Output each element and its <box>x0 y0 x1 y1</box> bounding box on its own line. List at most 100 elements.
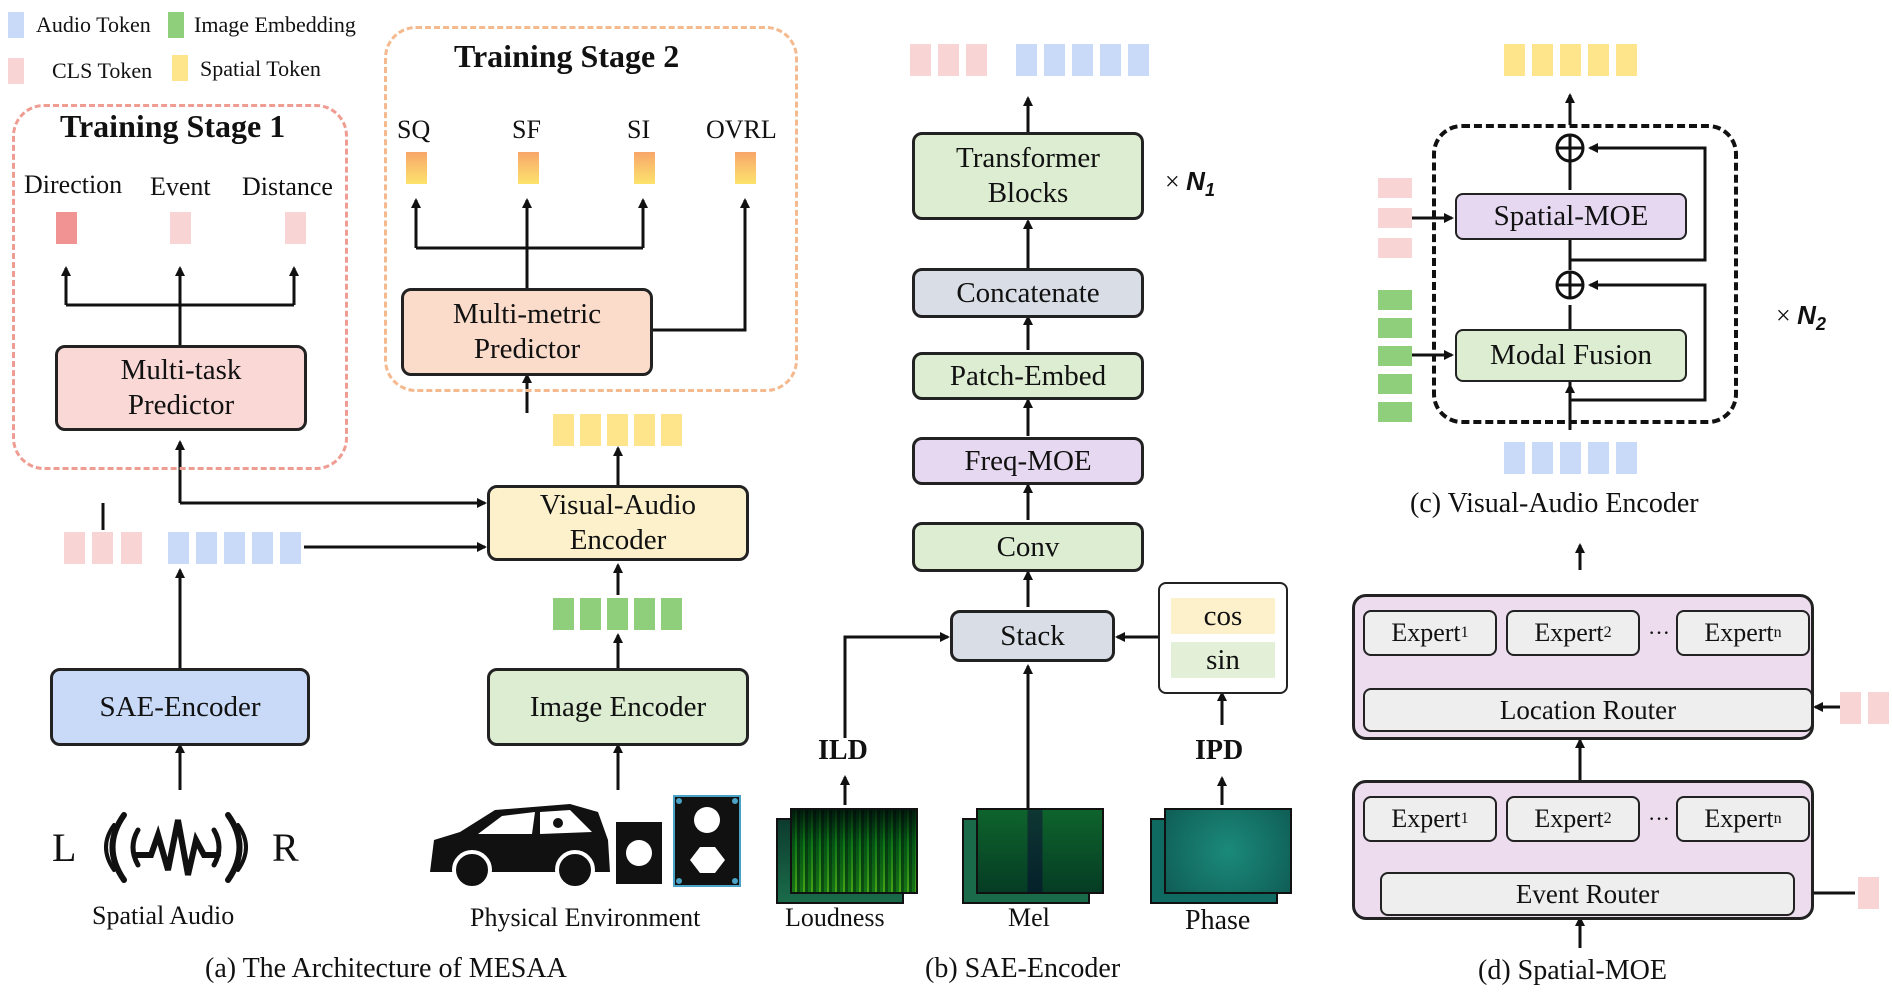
event-label: Event <box>150 172 211 201</box>
encoder-layer-region <box>1432 124 1738 424</box>
audio-token <box>1532 442 1553 474</box>
distance-output-token <box>285 212 306 244</box>
transformer-line1: Transformer <box>956 142 1100 175</box>
ild-label: ILD <box>818 735 868 766</box>
sin-cell: sin <box>1171 642 1275 678</box>
cls-token <box>92 532 113 564</box>
right-channel-label: R <box>272 825 299 870</box>
stack-box: Stack <box>950 610 1115 662</box>
audio-token <box>1560 442 1581 474</box>
training-stage-2-region <box>384 26 798 392</box>
loudness-front-layer <box>790 808 918 894</box>
event-output-token <box>170 212 191 244</box>
spatial-moe-box: Spatial-MOE <box>1455 193 1687 240</box>
expert-sub: 1 <box>1460 810 1469 828</box>
distance-label: Distance <box>242 172 333 201</box>
cls-token <box>1378 238 1412 258</box>
audio-token <box>252 532 273 564</box>
expert-sub: 2 <box>1603 624 1612 642</box>
caption-a: (a) The Architecture of MESAA <box>205 953 567 984</box>
cls-token <box>966 44 987 76</box>
sq-output-token <box>406 152 427 184</box>
legend-audio-token: Audio Token <box>36 12 151 37</box>
cls-token <box>1840 692 1861 724</box>
expert-sub: n <box>1773 624 1782 642</box>
spatial-audio-icon <box>104 812 248 883</box>
concatenate-box: Concatenate <box>912 268 1144 318</box>
audio-token <box>196 532 217 564</box>
transformer-blocks: Transformer Blocks <box>912 132 1144 220</box>
ovrl-output-token <box>735 152 756 184</box>
multitask-line1: Multi-task <box>120 354 242 387</box>
image-embedding-token <box>1378 318 1412 338</box>
cos-sin-group: cos sin <box>1158 582 1288 694</box>
cls-token <box>64 532 85 564</box>
audio-token <box>168 532 189 564</box>
spatial-token <box>1504 44 1525 76</box>
stage1-title: Training Stage 1 <box>60 108 286 144</box>
spatial-token <box>607 414 628 446</box>
expert-sub: n <box>1773 810 1782 828</box>
image-embedding-token <box>607 598 628 630</box>
sae-encoder-box: SAE-Encoder <box>50 668 310 746</box>
spatial-token-swatch <box>172 55 188 81</box>
spatial-token <box>1588 44 1609 76</box>
audio-token <box>1128 44 1149 76</box>
cls-token <box>910 44 931 76</box>
n2-symbol: N <box>1797 300 1816 330</box>
n1-symbol: N <box>1186 166 1205 196</box>
event-router-box: Event Router <box>1380 872 1795 916</box>
audio-token <box>1016 44 1037 76</box>
spatial-token <box>1560 44 1581 76</box>
n1-sub: 1 <box>1204 180 1215 201</box>
image-embedding-token <box>1378 290 1412 310</box>
image-embedding-token <box>1378 374 1412 394</box>
patch-embed-box: Patch-Embed <box>912 352 1144 400</box>
cls-token <box>938 44 959 76</box>
image-embedding-token <box>553 598 574 630</box>
audio-token-swatch <box>8 12 24 38</box>
expert-sub: 1 <box>1460 624 1469 642</box>
spatial-token <box>580 414 601 446</box>
spatial-token <box>634 414 655 446</box>
multimetric-predictor: Multi-metric Predictor <box>401 288 653 376</box>
n1-repeat-label: × N1 <box>1165 168 1215 199</box>
audio-token <box>224 532 245 564</box>
expert-label: Expert <box>1391 804 1461 834</box>
n1-times: × <box>1165 167 1180 196</box>
visual-audio-encoder: Visual-Audio Encoder <box>487 485 749 561</box>
expert-label: Expert <box>1534 804 1604 834</box>
phase-front-layer <box>1164 808 1292 894</box>
legend-image-embedding: Image Embedding <box>194 12 356 37</box>
multitask-line2: Predictor <box>127 389 235 421</box>
left-channel-label: L <box>52 825 77 870</box>
cos-cell: cos <box>1171 598 1275 634</box>
direction-output-token <box>56 212 77 244</box>
caption-c: (c) Visual-Audio Encoder <box>1410 488 1699 519</box>
image-embedding-token <box>661 598 682 630</box>
cls-token <box>121 532 142 564</box>
image-embedding-token <box>1378 402 1412 422</box>
expert-label: Expert <box>1534 618 1604 648</box>
caption-d: (d) Spatial-MOE <box>1478 955 1667 986</box>
audio-token <box>1504 442 1525 474</box>
freq-moe-box: Freq-MOE <box>912 437 1144 485</box>
si-output-token <box>634 152 655 184</box>
event-dots: ··· <box>1648 806 1670 831</box>
audio-token <box>1616 442 1637 474</box>
mel-front-layer <box>976 808 1104 894</box>
n2-repeat-label: × N2 <box>1776 302 1826 333</box>
expert-label: Expert <box>1704 618 1774 648</box>
va-line1: Visual-Audio <box>539 489 697 522</box>
modal-fusion-box: Modal Fusion <box>1455 329 1687 382</box>
physical-environment-icon <box>430 795 741 890</box>
multitask-predictor: Multi-task Predictor <box>55 345 307 431</box>
n2-sub: 2 <box>1815 314 1826 335</box>
spatial-token <box>1616 44 1637 76</box>
image-encoder-box: Image Encoder <box>487 668 749 746</box>
